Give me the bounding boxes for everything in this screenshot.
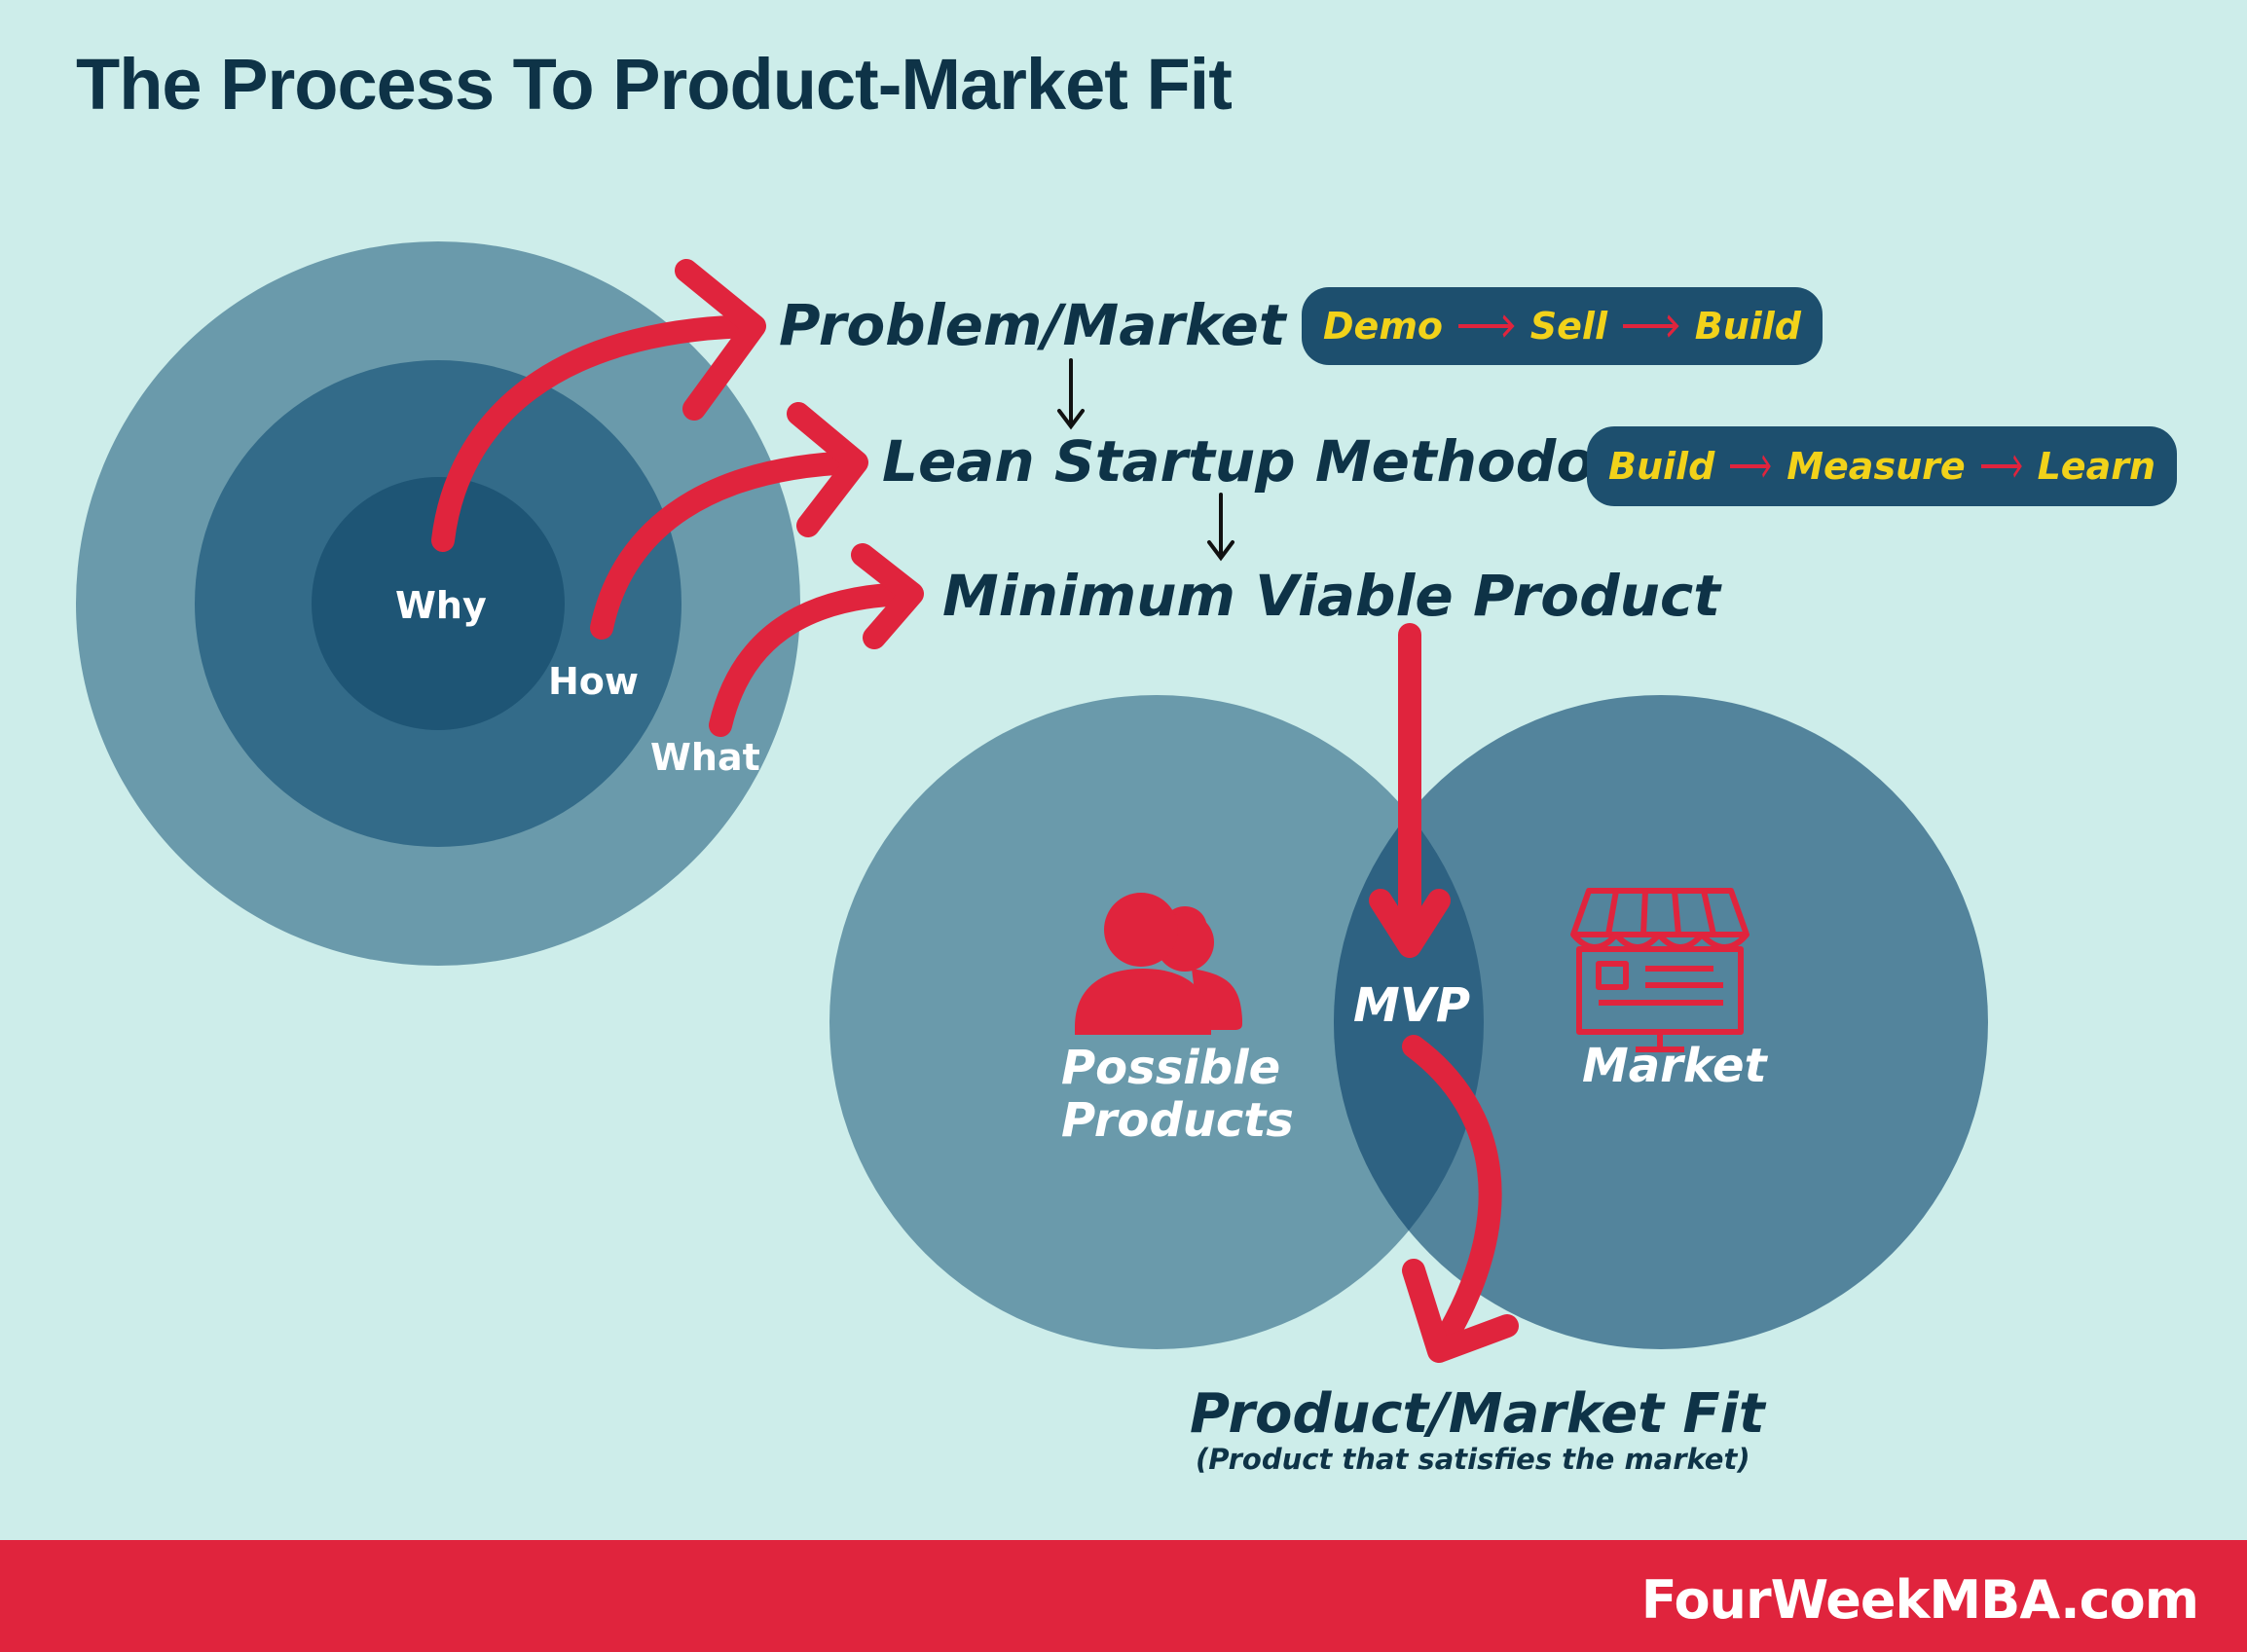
arrow-venn-out bbox=[1402, 1035, 1502, 1355]
step-minimum-viable-product: Minimum Viable Product bbox=[942, 563, 1721, 629]
arrow-why-to-problem bbox=[431, 314, 761, 552]
venn-right-label: Market bbox=[1582, 1039, 1767, 1093]
arrow-how-head bbox=[787, 402, 868, 537]
arrow-why-head bbox=[675, 259, 766, 421]
small-arrow-1-head bbox=[1057, 409, 1085, 430]
pill-lean-cycle: Build Measure Learn bbox=[1587, 426, 2177, 506]
pill-word-demo: Demo bbox=[1323, 305, 1444, 348]
step-problem-market-fit: Problem/Market Fit bbox=[779, 292, 1390, 358]
pill-problem-cycle: Demo Sell Build bbox=[1302, 287, 1823, 365]
pill-word-sell: Sell bbox=[1529, 305, 1607, 348]
storefront-icon bbox=[1570, 888, 1750, 1052]
arrow-icon bbox=[1714, 453, 1787, 480]
arrow-what-head bbox=[851, 543, 924, 649]
arrow-venn-out-head bbox=[1402, 1259, 1519, 1363]
venn-left-label: Possible Products bbox=[1061, 1042, 1294, 1147]
pill-word-learn: Learn bbox=[2037, 445, 2155, 488]
venn-center-label: MVP bbox=[1353, 978, 1471, 1033]
result-title: Product/Market Fit bbox=[1190, 1382, 1765, 1446]
page-title: The Process To Product-Market Fit bbox=[76, 44, 1233, 125]
label-why: Why bbox=[395, 584, 487, 627]
arrow-how-to-lean bbox=[590, 451, 866, 640]
arrow-icon bbox=[1443, 312, 1530, 340]
small-arrow-2-head bbox=[1207, 540, 1234, 562]
circle-inner bbox=[312, 477, 565, 730]
arrow-icon bbox=[1607, 312, 1695, 340]
pill-word-build: Build bbox=[1608, 445, 1715, 488]
pill-word-build: Build bbox=[1694, 305, 1802, 348]
result-subtitle: (Product that satisfies the market) bbox=[1196, 1443, 1750, 1476]
people-icon bbox=[1075, 893, 1242, 1035]
venn-left-line2: Products bbox=[1061, 1093, 1294, 1148]
arrow-icon bbox=[1966, 453, 2038, 480]
pill-word-measure: Measure bbox=[1787, 445, 1966, 488]
brand-logo-text[interactable]: FourWeekMBA.com bbox=[1640, 1569, 2199, 1631]
label-what: What bbox=[650, 736, 760, 779]
label-how: How bbox=[548, 660, 640, 703]
arrow-mvp-down-head bbox=[1369, 889, 1451, 958]
footer-bar: FourWeekMBA.com bbox=[0, 1540, 2247, 1652]
arrow-what-to-mvp bbox=[709, 582, 922, 737]
venn-left-line1: Possible bbox=[1061, 1041, 1281, 1095]
